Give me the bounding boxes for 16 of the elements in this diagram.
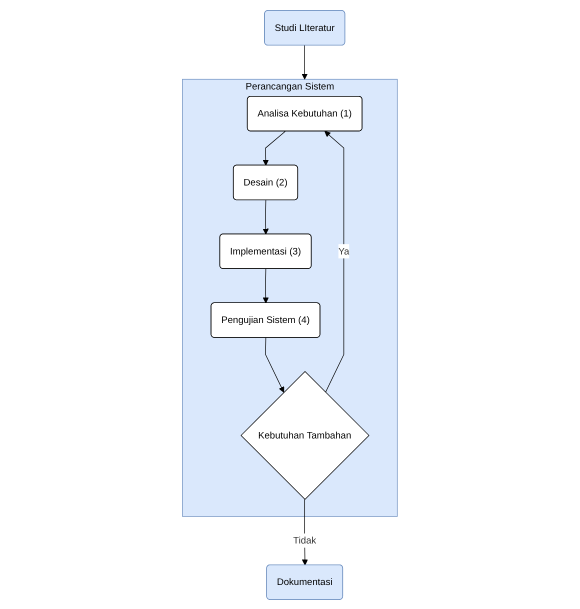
process-box: Dokumentasi <box>266 564 344 600</box>
arrow <box>324 130 344 392</box>
process-box: Studi LIteratur <box>264 10 346 46</box>
group-title: Perancangan Sistem <box>246 80 334 92</box>
arrow <box>262 130 286 166</box>
process-box: Analisa Kebutuhan (1) <box>247 95 363 131</box>
arrow <box>302 44 308 80</box>
process-box: Implementasi (3) <box>220 233 312 268</box>
edge-label: Ya <box>338 244 350 258</box>
process-box: Desain (2) <box>233 164 298 200</box>
arrow <box>265 336 284 392</box>
arrow <box>262 199 269 234</box>
arrow <box>262 268 269 303</box>
decision-diamond: Kebutuhan Tambahan <box>240 370 370 500</box>
process-box: Pengujian Sistem (4) <box>210 302 320 338</box>
edge-label: Tidak <box>293 532 316 548</box>
